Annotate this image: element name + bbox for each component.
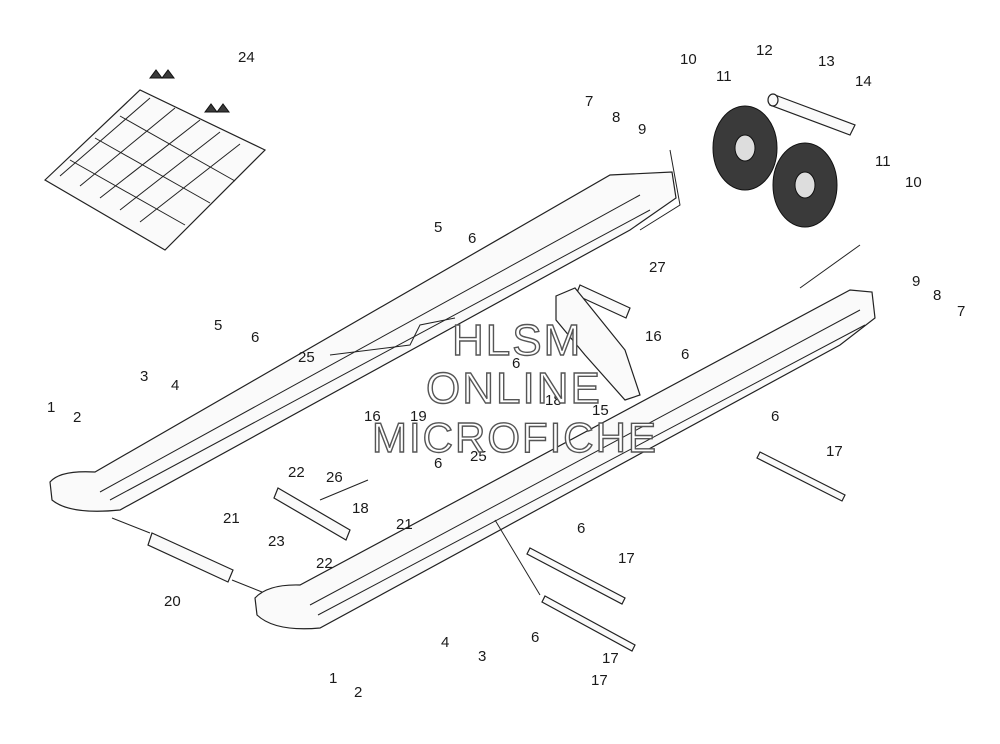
- callout-18b: 18: [352, 500, 369, 517]
- callout-21: 21: [223, 510, 240, 527]
- callout-9b: 9: [912, 273, 920, 290]
- callout-16b: 16: [364, 408, 381, 425]
- callout-24: 24: [238, 49, 255, 66]
- callout-17d: 17: [591, 672, 608, 689]
- callout-6b: 6: [251, 329, 259, 346]
- callout-15: 15: [592, 402, 609, 419]
- callout-6c: 6: [512, 355, 520, 372]
- left-rail-drawing: [49, 171, 677, 512]
- callout-17b: 17: [618, 550, 635, 567]
- callout-1: 1: [47, 399, 55, 416]
- callout-18: 18: [545, 392, 562, 409]
- callout-25: 25: [298, 349, 315, 366]
- shafts-drawing: [147, 284, 846, 652]
- watermark-line1: HLSM: [452, 316, 582, 365]
- callout-14: 14: [855, 73, 872, 90]
- callout-5: 5: [434, 219, 442, 236]
- callout-7b: 7: [957, 303, 965, 320]
- callout-22b: 22: [316, 555, 333, 572]
- idler-wheels-drawing: [712, 105, 838, 228]
- callout-11: 11: [716, 68, 732, 85]
- callout-6g: 6: [577, 520, 585, 537]
- watermark-line3: MICROFICHE: [372, 414, 658, 461]
- axle-drawing: [767, 93, 856, 136]
- callout-19: 19: [410, 408, 427, 425]
- right-rail-drawing: [254, 289, 876, 630]
- callout-12: 12: [756, 42, 773, 59]
- callout-3: 3: [140, 368, 148, 385]
- callout-4b: 4: [441, 634, 449, 651]
- callout-21b: 21: [396, 516, 413, 533]
- callout-labels: 24 10 11 12 13 14 7 8 9 11 10 5 6 27 9 8…: [47, 42, 965, 701]
- callout-6f: 6: [434, 455, 442, 472]
- callout-17c: 17: [602, 650, 619, 667]
- callout-6h: 6: [531, 629, 539, 646]
- bracket-drawing: [555, 287, 641, 401]
- callout-11b: 11: [875, 153, 891, 170]
- callout-9: 9: [638, 121, 646, 138]
- callout-8b: 8: [933, 287, 941, 304]
- callout-20: 20: [164, 593, 181, 610]
- callout-26: 26: [326, 469, 343, 486]
- callout-4: 4: [171, 377, 179, 394]
- callout-7: 7: [585, 93, 593, 110]
- callout-10: 10: [680, 51, 697, 68]
- callout-6e: 6: [771, 408, 779, 425]
- callout-2: 2: [73, 409, 81, 426]
- callout-16: 16: [645, 328, 662, 345]
- callout-13: 13: [818, 53, 835, 70]
- callout-10b: 10: [905, 174, 922, 191]
- callout-23: 23: [268, 533, 285, 550]
- callout-17: 17: [826, 443, 843, 460]
- callout-3b: 3: [478, 648, 486, 665]
- callout-1b: 1: [329, 670, 337, 687]
- callout-27: 27: [649, 259, 666, 276]
- callout-25b: 25: [470, 448, 487, 465]
- watermark-line2: ONLINE: [426, 364, 602, 413]
- leader-lines: [111, 149, 861, 596]
- callout-2b: 2: [354, 684, 362, 701]
- track-drawing: [44, 69, 267, 251]
- callout-6: 6: [468, 230, 476, 247]
- callout-5b: 5: [214, 317, 222, 334]
- callout-6d: 6: [681, 346, 689, 363]
- watermark: HLSM ONLINE MICROFICHE: [371, 315, 658, 461]
- callout-22: 22: [288, 464, 305, 481]
- callout-8: 8: [612, 109, 620, 126]
